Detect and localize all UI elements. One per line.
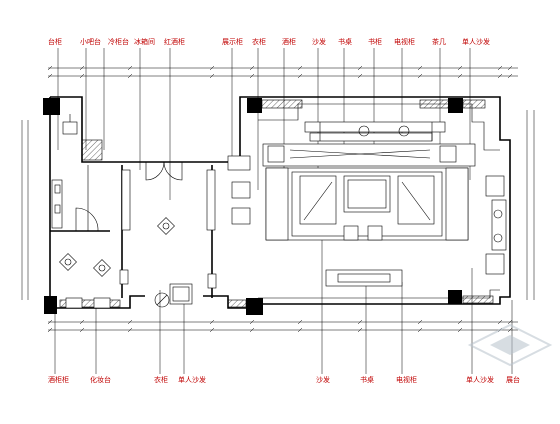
hatched-walls: [59, 99, 494, 308]
dimension-tick: [209, 319, 215, 325]
dimension-lines: [21, 65, 535, 333]
dimension-tick: [297, 65, 303, 71]
dimension-tick: [47, 73, 53, 79]
dimension-tick: [127, 73, 133, 79]
label-bottom-2: 衣柜: [154, 375, 168, 384]
columns: [43, 98, 463, 315]
label-top-3: 冰箱间: [134, 37, 155, 46]
dimension-tick: [497, 73, 503, 79]
dimension-tick: [357, 65, 363, 71]
dimension-tick: [127, 327, 133, 333]
dimension-tick: [357, 73, 363, 79]
dimension-tick: [417, 319, 423, 325]
dimension-tick: [457, 319, 463, 325]
bottom-labels: 酒柜柜 化妆台 衣柜 单人沙发 沙发 书桌 电视柜 单人沙发 展台: [48, 375, 520, 384]
dimension-tick: [79, 73, 85, 79]
dimension-tick: [249, 327, 255, 333]
dimension-tick: [127, 319, 133, 325]
label-bottom-5: 书桌: [360, 375, 374, 384]
dimension-tick: [47, 319, 53, 325]
column: [246, 298, 263, 315]
column: [448, 290, 462, 304]
label-top-5: 展示柜: [222, 37, 243, 46]
label-bottom-1: 化妆台: [90, 375, 111, 384]
lamp-symbol: [98, 264, 106, 272]
dimension-tick: [209, 65, 215, 71]
lamp-symbol: [59, 253, 77, 271]
label-bottom-6: 电视柜: [396, 375, 417, 384]
label-top-4: 红酒柜: [164, 37, 185, 46]
label-top-10: 书柜: [368, 37, 382, 46]
lamp-symbol: [157, 217, 175, 235]
dimension-tick: [297, 327, 303, 333]
top-labels: 台柜 小吧台 冷柜台 冰箱间 红酒柜 展示柜 衣柜 酒柜 沙发 书桌 书柜 电视…: [48, 37, 490, 46]
dimension-tick: [209, 327, 215, 333]
dimension-tick: [417, 65, 423, 71]
dimension-tick: [127, 65, 133, 71]
dimension-tick: [457, 73, 463, 79]
label-top-7: 酒柜: [282, 37, 296, 46]
label-top-12: 茶几: [432, 37, 446, 46]
label-bottom-7: 单人沙发: [466, 375, 494, 384]
label-bottom-3: 单人沙发: [178, 375, 206, 384]
dimension-tick: [79, 65, 85, 71]
column: [44, 296, 57, 314]
dimension-tick: [357, 327, 363, 333]
label-top-1: 小吧台: [80, 37, 101, 46]
label-top-6: 衣柜: [252, 37, 266, 46]
dimension-tick: [47, 327, 53, 333]
dimension-tick: [249, 73, 255, 79]
dimension-tick: [79, 327, 85, 333]
label-top-11: 电视柜: [394, 37, 415, 46]
label-top-13: 单人沙发: [462, 37, 490, 46]
dimension-tick: [457, 327, 463, 333]
label-top-9: 书桌: [338, 37, 352, 46]
dimension-tick: [507, 65, 513, 71]
dimension-tick: [297, 73, 303, 79]
dimension-tick: [47, 65, 53, 71]
dimension-tick: [209, 73, 215, 79]
lamp-symbol: [162, 222, 170, 230]
dimension-tick: [497, 319, 503, 325]
left-room-fixtures: [51, 114, 251, 309]
lamp-symbol: [93, 259, 111, 277]
dimension-tick: [249, 319, 255, 325]
dimension-tick: [417, 73, 423, 79]
right-room-fixtures: [231, 121, 507, 287]
lamp-symbol: [64, 258, 72, 266]
dimension-tick: [457, 65, 463, 71]
label-bottom-4: 沙发: [316, 375, 330, 384]
dimension-tick: [357, 319, 363, 325]
dimension-tick: [507, 319, 513, 325]
dimension-tick: [79, 319, 85, 325]
dimension-tick: [507, 327, 513, 333]
label-bottom-8: 展台: [506, 375, 520, 384]
dimension-tick: [497, 65, 503, 71]
dimension-tick: [417, 327, 423, 333]
label-top-0: 台柜: [48, 37, 62, 46]
dimension-tick: [297, 319, 303, 325]
column: [43, 98, 60, 115]
dimension-tick: [249, 65, 255, 71]
column: [247, 98, 262, 113]
column: [448, 98, 463, 113]
label-bottom-0: 酒柜柜: [48, 375, 69, 384]
watermark-logo: [467, 323, 553, 367]
dimension-tick: [507, 73, 513, 79]
label-top-2: 冷柜台: [108, 37, 129, 46]
label-top-8: 沙发: [312, 37, 326, 46]
